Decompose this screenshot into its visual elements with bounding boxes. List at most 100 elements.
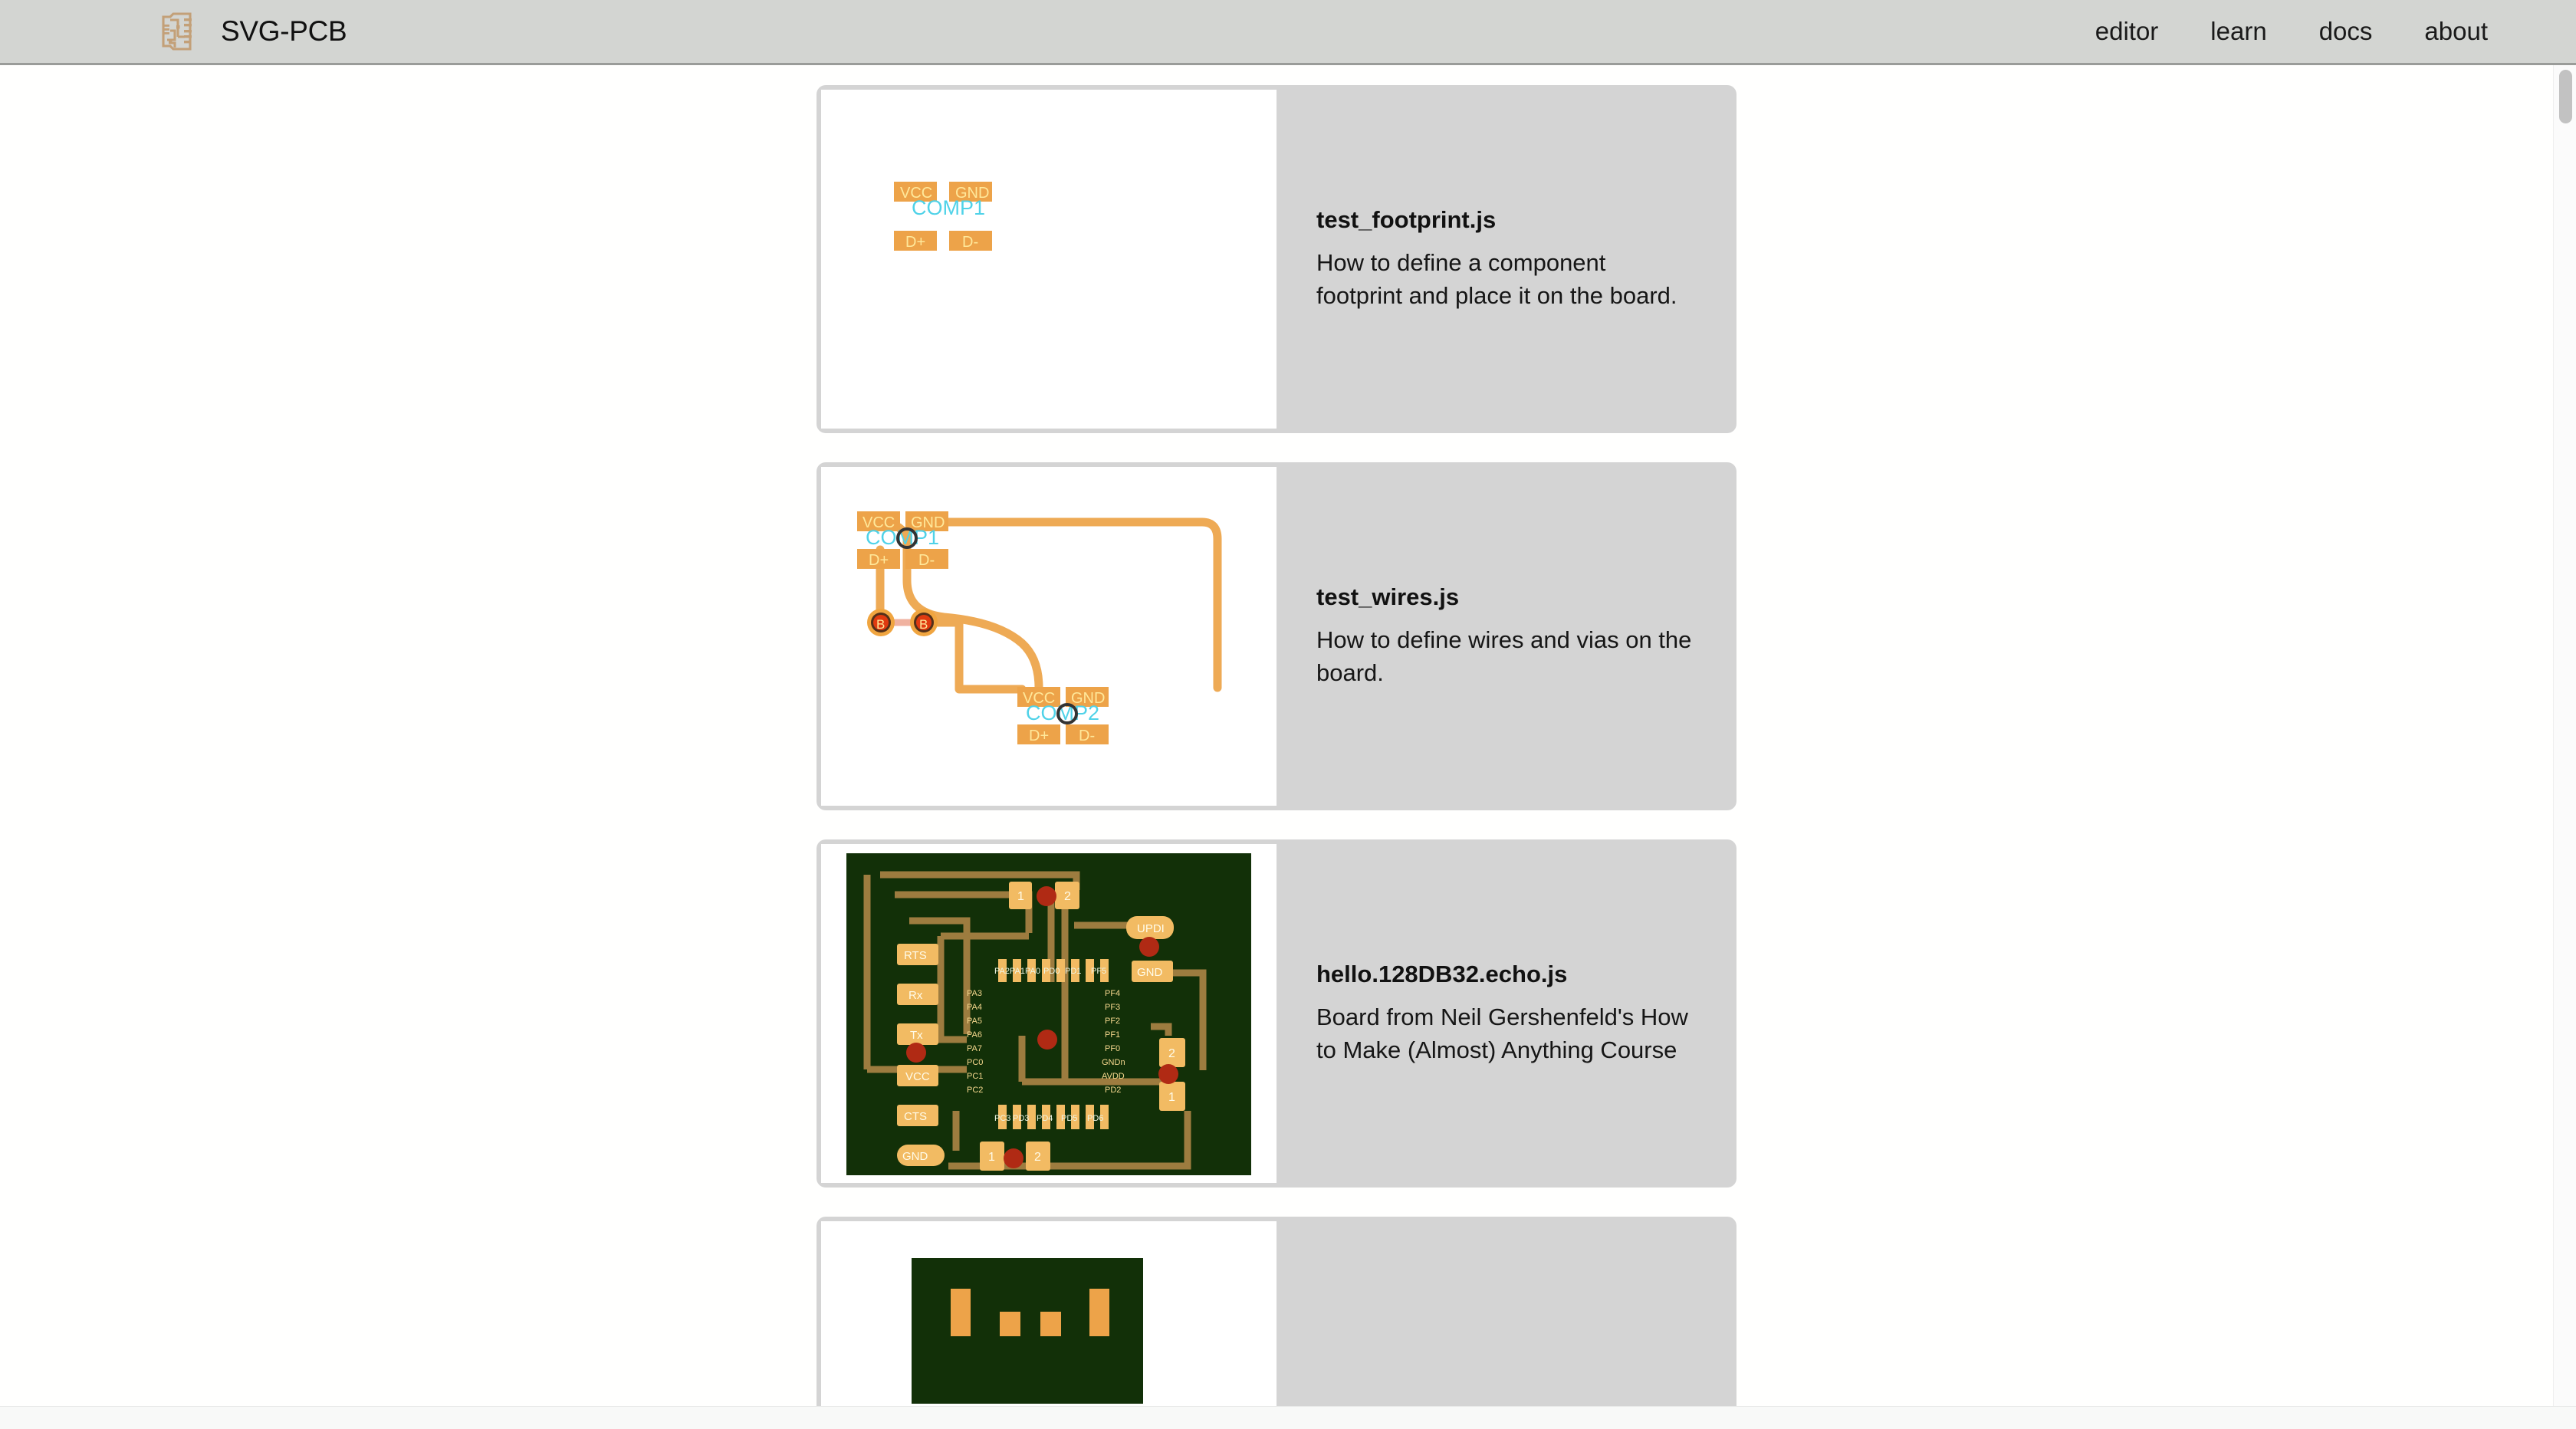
- card-title: test_wires.js: [1316, 583, 1460, 611]
- pad-label: CTS: [904, 1110, 927, 1123]
- pad-label: UPDI: [1137, 922, 1165, 935]
- ic-left-pin-labels: PA3 PA4 PA5 PA6 PA7 PC0 PC1 PC2: [967, 989, 983, 1095]
- pad-label: GND: [1071, 690, 1105, 707]
- comp2-pad-dplus: D+: [1017, 724, 1060, 744]
- pin-label: PF1: [1105, 1030, 1120, 1040]
- pad-label: D-: [1079, 728, 1095, 744]
- pcb-preview-board: RTS Rx Tx VCC: [821, 844, 1276, 1183]
- project-list-scroll-area[interactable]: VCC GND D+ D- COMP1: [0, 65, 2576, 1429]
- brand[interactable]: SVG-PCB: [153, 8, 347, 55]
- board-vias: [906, 886, 1178, 1168]
- comp1-pad-gnd: GND: [905, 511, 948, 531]
- pin-label: PC3: [994, 1114, 1010, 1123]
- pin-label: PC2: [967, 1086, 983, 1095]
- pin-label: PD0: [1043, 967, 1060, 976]
- ic-bottom-pin-labels: PC3 PD3 PD4 PD5 PD6: [994, 1114, 1103, 1123]
- nav-links: editor learn docs about: [2095, 17, 2488, 46]
- ic-right-pin-labels: PF4 PF3 PF2 PF1 PF0 GNDn AVDD PD2: [1102, 989, 1125, 1095]
- via-label: B: [876, 617, 885, 632]
- board-pad-tx: Tx: [897, 1023, 938, 1045]
- ic-bottom-pins: [998, 1105, 1109, 1129]
- pin-label: PC1: [967, 1072, 983, 1081]
- project-card-hello-128db32-echo[interactable]: RTS Rx Tx VCC: [816, 839, 1737, 1188]
- pad-dplus: D+: [894, 231, 937, 251]
- vertical-scrollbar-track[interactable]: [2553, 65, 2576, 1406]
- pin-label: PF0: [1105, 1044, 1120, 1053]
- nav-link-docs[interactable]: docs: [2318, 17, 2373, 45]
- board-pad-cts: CTS: [897, 1105, 938, 1126]
- project-card-test-footprint[interactable]: VCC GND D+ D- COMP1: [816, 85, 1737, 433]
- nav-link-about[interactable]: about: [2424, 17, 2488, 45]
- pad-label: VCC: [1023, 690, 1055, 707]
- board-num-pad-bottom-1: 1: [980, 1142, 1004, 1171]
- vertical-scrollbar-thumb[interactable]: [2559, 70, 2572, 123]
- via-1: B: [867, 609, 895, 636]
- footprint-svg: VCC GND D+ D- COMP1: [821, 90, 1276, 429]
- comp1-pad-dplus: D+: [857, 549, 900, 569]
- pin-label: PA7: [967, 1044, 982, 1053]
- pin-label: PA2: [994, 967, 1010, 976]
- card-title: test_footprint.js: [1316, 206, 1497, 234]
- pad-label: 1: [988, 1151, 995, 1164]
- ic-top-pin-labels: PA2 PA1 PA0 PD0 PD1 PF5: [994, 967, 1106, 976]
- board-pad-rts: RTS: [897, 944, 938, 965]
- pin-label: PD6: [1087, 1114, 1103, 1123]
- pcb-preview-wires: VCC GND D+ D- COMP1: [821, 467, 1276, 806]
- pin-label: PF5: [1091, 967, 1106, 976]
- board-traces: [863, 871, 1207, 1170]
- nav-link-editor[interactable]: editor: [2095, 17, 2159, 45]
- pcb-circuit-logo-icon: [153, 8, 201, 55]
- pad-label: GND: [911, 514, 945, 531]
- board-pads: [951, 1289, 1109, 1336]
- card-info: [1276, 1221, 1732, 1429]
- pad-label: VCC: [905, 1070, 930, 1083]
- pin-label: PA1: [1010, 967, 1025, 976]
- pad-label: VCC: [863, 514, 895, 531]
- via-label: B: [919, 617, 928, 632]
- card-description: How to define wires and vias on the boar…: [1316, 626, 1692, 686]
- pin-label: AVDD: [1102, 1072, 1125, 1081]
- pin-label: GNDn: [1102, 1058, 1125, 1067]
- comp1-pad-dminus: D-: [905, 549, 948, 569]
- pin-label: PA0: [1025, 967, 1040, 976]
- pad-label: Tx: [910, 1029, 923, 1042]
- pad-label: D+: [905, 234, 925, 251]
- project-card-test-wires[interactable]: VCC GND D+ D- COMP1: [816, 462, 1737, 810]
- pin-label: PF4: [1105, 989, 1120, 998]
- board-pad-rx: Rx: [897, 984, 938, 1005]
- pin-label: PD4: [1037, 1114, 1053, 1123]
- card-info: hello.128DB32.echo.js Board from Neil Ge…: [1276, 844, 1732, 1183]
- comp2-pad-gnd: GND: [1066, 687, 1109, 707]
- wires-svg: VCC GND D+ D- COMP1: [821, 467, 1276, 806]
- pin-label: PD5: [1061, 1114, 1077, 1123]
- card-description: How to define a component footprint and …: [1316, 249, 1677, 309]
- pad-label: RTS: [904, 949, 927, 962]
- board-num-pad-top-2: 2: [1055, 882, 1079, 909]
- pad-label: GND: [902, 1150, 928, 1163]
- pad-dminus: D-: [949, 231, 992, 251]
- pin-label: PA4: [967, 1003, 982, 1012]
- nav-link-learn[interactable]: learn: [2210, 17, 2267, 45]
- comp2-pad-dminus: D-: [1066, 724, 1109, 744]
- pad-label: VCC: [900, 185, 932, 202]
- brand-name: SVG-PCB: [221, 15, 347, 47]
- horizontal-scrollbar-track[interactable]: [0, 1406, 2576, 1429]
- pin-label: PF2: [1105, 1017, 1120, 1026]
- top-navbar: SVG-PCB editor learn docs about: [0, 0, 2576, 65]
- pin-label: PC0: [967, 1058, 983, 1067]
- project-card-partial[interactable]: [816, 1217, 1737, 1429]
- ic-top-pins: [998, 959, 1109, 982]
- board-num-pad-right-2: 2: [1159, 1038, 1185, 1067]
- pad-label: 1: [1168, 1091, 1175, 1104]
- pin-label: PF3: [1105, 1003, 1120, 1012]
- card-description: Board from Neil Gershenfeld's How to Mak…: [1316, 1004, 1688, 1063]
- pad-vcc: VCC: [894, 182, 937, 202]
- board-pad-vcc: VCC: [897, 1065, 938, 1086]
- pcb-preview-footprint: VCC GND D+ D- COMP1: [821, 90, 1276, 429]
- pin-label: PA3: [967, 989, 982, 998]
- board-svg: RTS Rx Tx VCC: [821, 844, 1276, 1183]
- pad-label: 2: [1168, 1047, 1175, 1060]
- pad-label: GND: [955, 185, 989, 202]
- pin-label: PD1: [1065, 967, 1081, 976]
- board-pad-gnd-right: GND: [1132, 961, 1173, 982]
